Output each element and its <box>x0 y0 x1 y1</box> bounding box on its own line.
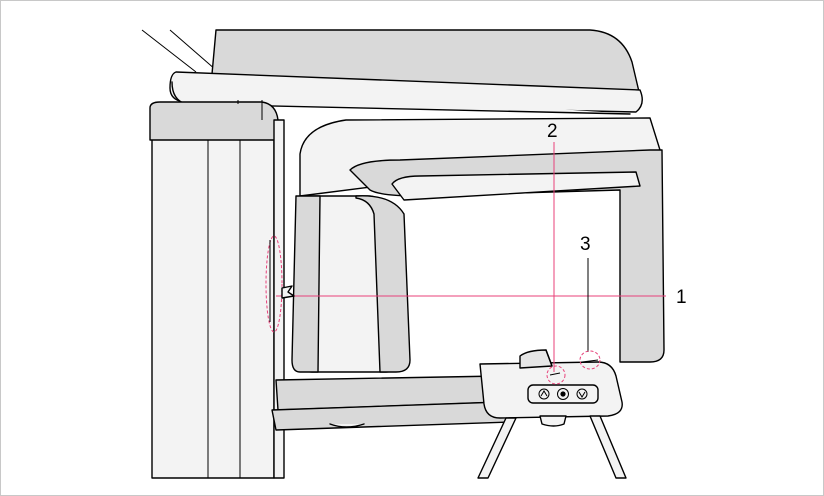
vertical-column <box>149 100 285 479</box>
center-target-icon[interactable] <box>557 388 569 400</box>
callout-3 <box>579 258 601 370</box>
callout-2 <box>546 142 566 385</box>
callout-2-label: 2 <box>547 121 558 142</box>
callout-1 <box>265 235 666 333</box>
down-icon[interactable] <box>576 388 588 400</box>
c-arm <box>291 117 665 373</box>
lower-arm <box>271 375 511 431</box>
chin-rest-unit <box>477 349 627 479</box>
up-icon[interactable] <box>538 388 550 400</box>
callout-1-ring <box>265 235 283 333</box>
callout-2-ring <box>546 365 566 385</box>
callout-3-ring <box>579 350 601 370</box>
callout-3-label: 3 <box>580 234 591 255</box>
callout-1-label: 1 <box>676 287 687 308</box>
